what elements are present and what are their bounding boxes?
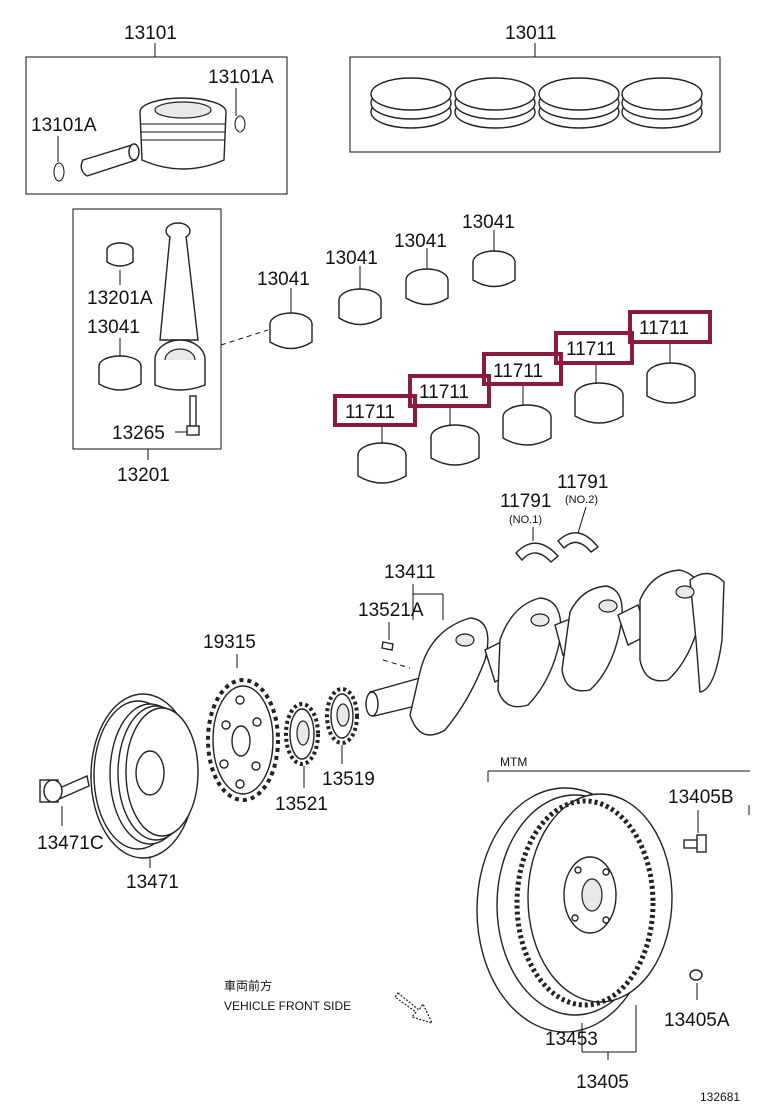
label-crank-key[interactable]: 13521A xyxy=(358,600,424,621)
main-bearing-1 xyxy=(357,442,407,484)
piston-ring-group-3 xyxy=(538,77,620,129)
oil-pump-gear-part xyxy=(325,687,359,745)
label-front-en[interactable]: VEHICLE FRONT SIDE xyxy=(224,999,351,1013)
thrust-washer-1-part xyxy=(515,542,560,563)
crank-pulley-part xyxy=(90,693,199,859)
label-piston-clip-right[interactable]: 13101A xyxy=(208,67,274,88)
flywheel-part xyxy=(476,787,673,1033)
label-conrod-assembly[interactable]: 13201 xyxy=(117,465,170,486)
thrust-washer-2-part xyxy=(557,532,600,553)
crank-sprocket-part xyxy=(284,702,320,766)
highlight-main-bearing-4 xyxy=(554,331,634,365)
label-flywheel-bolt[interactable]: 13405B xyxy=(668,787,734,808)
label-flywheel-pin[interactable]: 13405A xyxy=(664,1010,730,1031)
label-thrust-no1[interactable]: (NO.1) xyxy=(509,514,542,526)
label-thrust-no2[interactable]: (NO.2) xyxy=(565,494,598,506)
bearing-13041-c xyxy=(405,268,449,306)
main-bearing-4 xyxy=(574,382,624,424)
highlight-main-bearing-3 xyxy=(482,352,563,386)
flywheel-bolt-part xyxy=(683,834,707,853)
label-main-bearing-4[interactable]: 11711 xyxy=(566,339,616,360)
label-ring-set[interactable]: 13011 xyxy=(505,23,556,44)
piston-ring-group-4 xyxy=(621,77,703,129)
front-direction-arrow-icon xyxy=(394,992,434,1024)
label-piston-set[interactable]: 13101 xyxy=(124,23,177,44)
label-diagram-number[interactable]: 132681 xyxy=(700,1090,740,1104)
label-oil-pump-gear[interactable]: 13519 xyxy=(322,769,375,790)
label-main-bearing-5[interactable]: 11711 xyxy=(639,318,689,339)
piston-clip-right xyxy=(234,115,246,133)
bearing-13041-d xyxy=(472,250,516,288)
conrod-bushing-part xyxy=(106,242,134,267)
label-main-bearing-1[interactable]: 11711 xyxy=(345,402,395,423)
label-ring-gear[interactable]: 13453 xyxy=(545,1029,598,1050)
piston-pin-part xyxy=(80,143,140,177)
label-pulley-bolt[interactable]: 13471C xyxy=(37,833,104,854)
label-crankshaft[interactable]: 13411 xyxy=(384,562,435,583)
timing-gear-part xyxy=(206,678,280,802)
piston-clip-left xyxy=(53,162,65,182)
label-mtm[interactable]: MTM xyxy=(500,755,527,769)
bearing-13041-b xyxy=(338,288,382,326)
main-bearing-5 xyxy=(646,362,696,404)
conrod-box xyxy=(72,208,222,450)
label-bearing-13041-b[interactable]: 13041 xyxy=(325,248,378,269)
conrod-part xyxy=(154,222,206,391)
main-bearing-3 xyxy=(502,404,552,446)
label-bearing-13041-a[interactable]: 13041 xyxy=(257,269,310,290)
flywheel-pin-part xyxy=(689,969,703,981)
bearing-13041-a xyxy=(269,312,313,350)
piston-ring-group-1 xyxy=(370,77,452,129)
label-timing-gear[interactable]: 19315 xyxy=(203,632,256,653)
label-main-bearing-2[interactable]: 11711 xyxy=(419,382,469,403)
label-thrust-washer-1[interactable]: 11791 xyxy=(500,491,551,512)
highlight-main-bearing-5 xyxy=(628,310,712,344)
label-conrod-bushing[interactable]: 13201A xyxy=(87,288,153,309)
piston-ring-group-2 xyxy=(454,77,536,129)
highlight-main-bearing-1 xyxy=(333,394,417,427)
highlight-main-bearing-2 xyxy=(408,374,491,408)
crankshaft-part xyxy=(365,569,725,736)
piston-set-box xyxy=(25,56,288,195)
label-crank-sprocket[interactable]: 13521 xyxy=(275,794,328,815)
label-conrod-bearing[interactable]: 13041 xyxy=(87,317,140,338)
main-bearing-2 xyxy=(430,424,480,466)
conrod-bearing-part xyxy=(98,355,142,391)
label-thrust-washer-2[interactable]: 11791 xyxy=(557,472,608,493)
pulley-bolt-part xyxy=(39,775,90,803)
label-main-bearing-3[interactable]: 11711 xyxy=(493,361,543,382)
label-bearing-13041-c[interactable]: 13041 xyxy=(394,231,447,252)
label-flywheel[interactable]: 13405 xyxy=(576,1072,629,1093)
piston-part xyxy=(139,97,227,170)
label-conrod-bolt[interactable]: 13265 xyxy=(112,423,165,444)
crank-key-part xyxy=(381,641,394,651)
label-bearing-13041-d[interactable]: 13041 xyxy=(462,212,515,233)
label-front-jp[interactable]: 車両前方 xyxy=(224,978,272,993)
label-piston-clip-left[interactable]: 13101A xyxy=(31,115,97,136)
conrod-bolt-part xyxy=(186,395,200,436)
label-crank-pulley[interactable]: 13471 xyxy=(126,872,179,893)
